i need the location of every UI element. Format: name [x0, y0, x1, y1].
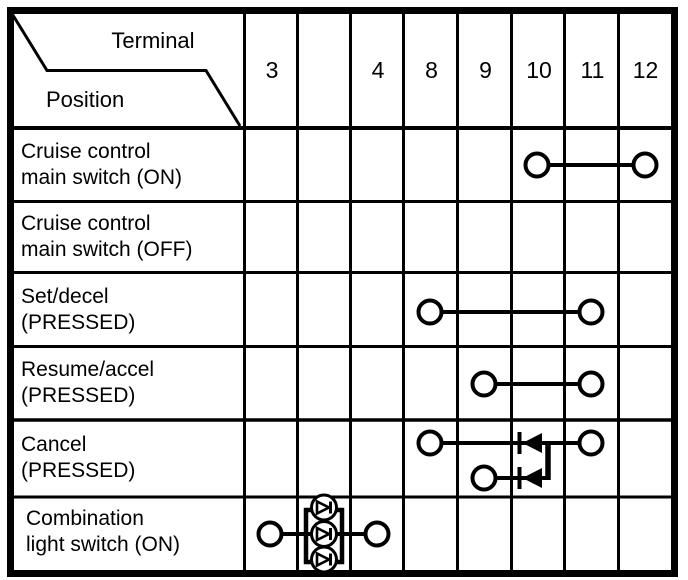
circled-diode-icon [310, 520, 338, 548]
row-label-line: Combination [26, 507, 144, 530]
row-label-line: main switch (ON) [21, 166, 183, 189]
row-label-line: Cruise control [21, 212, 151, 235]
terminal-contact-circle-11 [577, 298, 605, 326]
row-label-line: Resume/accel [21, 358, 155, 381]
row-label-cruise-off: Cruise control main switch (OFF) [21, 211, 239, 263]
grid-horizontal-lines [13, 126, 672, 499]
row-label-line: Cruise control [21, 140, 151, 163]
connection-9-11 [470, 370, 605, 398]
connection-10-12 [523, 151, 659, 179]
terminal-header-8: 8 [425, 57, 438, 83]
terminal-contact-circle-10 [523, 151, 551, 179]
terminal-header-11: 11 [580, 57, 605, 83]
terminal-contact-circle-4 [363, 520, 391, 548]
row-label-line: (PRESSED) [21, 459, 136, 482]
row-label-resume-accel: Resume/accel (PRESSED) [21, 357, 239, 409]
terminal-contact-circle-8 [416, 429, 444, 457]
row-label-line: Cancel [21, 433, 87, 456]
corner-label-position: Position [46, 87, 125, 112]
terminal-header-blank [299, 55, 351, 85]
terminal-header-9: 9 [479, 57, 492, 83]
terminal-header-3: 3 [265, 57, 279, 83]
row-label-line: main switch (OFF) [21, 238, 193, 261]
terminal-header-4: 4 [371, 57, 385, 83]
corner-diagonal-divider [9, 11, 242, 127]
terminal-header-10: 10 [526, 57, 552, 83]
terminal-contact-circle-11 [577, 429, 605, 457]
grid-vertical-lines [243, 13, 620, 571]
terminal-contact-circle-11 [577, 370, 605, 398]
circled-diode-icon [310, 545, 338, 574]
row-label-cancel: Cancel (PRESSED) [21, 432, 239, 484]
row-label-line: Set/decel [21, 285, 109, 308]
terminal-contact-circle-3 [256, 520, 284, 548]
row-label-line: (PRESSED) [21, 311, 136, 334]
row-label-line: (PRESSED) [21, 384, 136, 407]
corner-label-terminal: Terminal [111, 28, 195, 53]
row-label-line: light switch (ON) [26, 533, 181, 556]
connection-cancel-diodes [416, 429, 605, 492]
terminal-contact-circle-9 [470, 370, 498, 398]
terminal-contact-circle-9 [470, 464, 498, 492]
terminal-contact-circle-12 [631, 151, 659, 179]
terminal-contact-circle-8 [416, 298, 444, 326]
table-outer-border [7, 7, 678, 577]
circled-diode-icon [310, 493, 338, 522]
diode-arrow-left-icon [522, 433, 542, 453]
terminal-header-12: 12 [632, 57, 659, 83]
row-label-combination-light: Combination light switch (ON) [26, 506, 244, 558]
row-label-set-decel: Set/decel (PRESSED) [21, 284, 239, 336]
row-label-cruise-on: Cruise control main switch (ON) [21, 139, 239, 191]
connection-3-4-diode-box [256, 493, 391, 574]
diode-arrow-left-icon [522, 468, 542, 488]
connection-8-11 [416, 298, 605, 326]
